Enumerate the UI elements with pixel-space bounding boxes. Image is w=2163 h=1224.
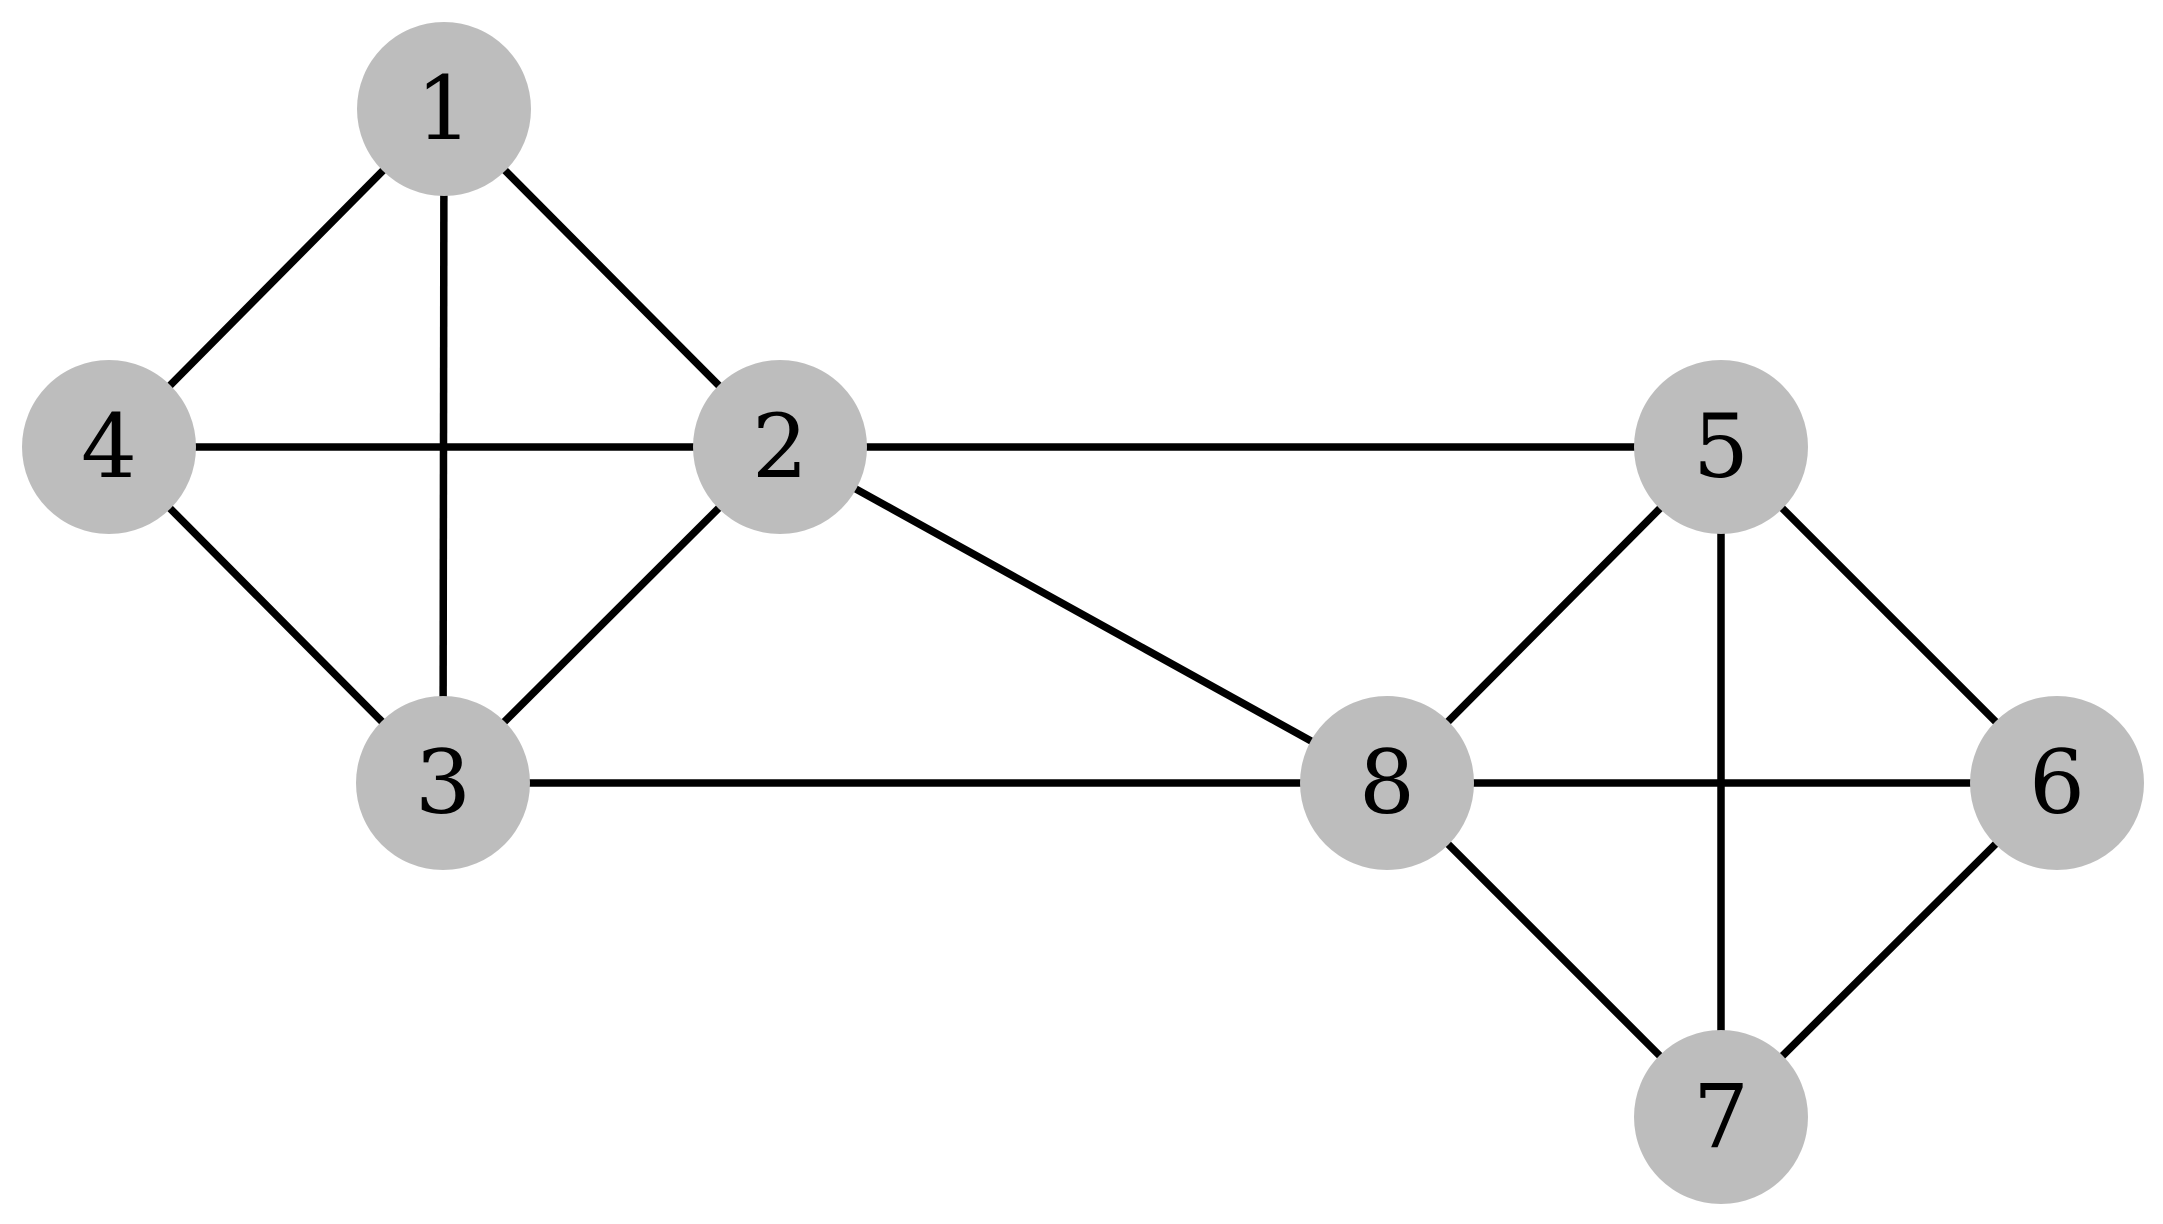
node-7: 7 <box>1634 1030 1808 1204</box>
node-circle-2 <box>693 360 867 534</box>
node-circle-4 <box>22 360 196 534</box>
node-label-3: 3 <box>415 731 471 834</box>
node-label-1: 1 <box>416 57 472 160</box>
node-4: 4 <box>22 360 196 534</box>
node-circle-5 <box>1634 360 1808 534</box>
node-circle-8 <box>1300 696 1474 870</box>
node-circle-6 <box>1970 696 2144 870</box>
node-label-6: 6 <box>2029 731 2085 834</box>
node-label-5: 5 <box>1693 395 1749 498</box>
node-6: 6 <box>1970 696 2144 870</box>
node-label-7: 7 <box>1693 1065 1749 1168</box>
node-8: 8 <box>1300 696 1474 870</box>
edge-layer <box>106 106 2060 1120</box>
node-label-2: 2 <box>752 395 808 498</box>
node-circle-1 <box>357 22 531 196</box>
node-circle-3 <box>356 696 530 870</box>
node-label-8: 8 <box>1359 731 1415 834</box>
node-1: 1 <box>357 22 531 196</box>
node-5: 5 <box>1634 360 1808 534</box>
node-label-4: 4 <box>81 395 137 498</box>
node-layer: 1 2 3 4 5 6 7 8 <box>22 22 2144 1204</box>
edge-2-8 <box>778 443 1389 787</box>
node-3: 3 <box>356 696 530 870</box>
node-2: 2 <box>693 360 867 534</box>
node-circle-7 <box>1634 1030 1808 1204</box>
